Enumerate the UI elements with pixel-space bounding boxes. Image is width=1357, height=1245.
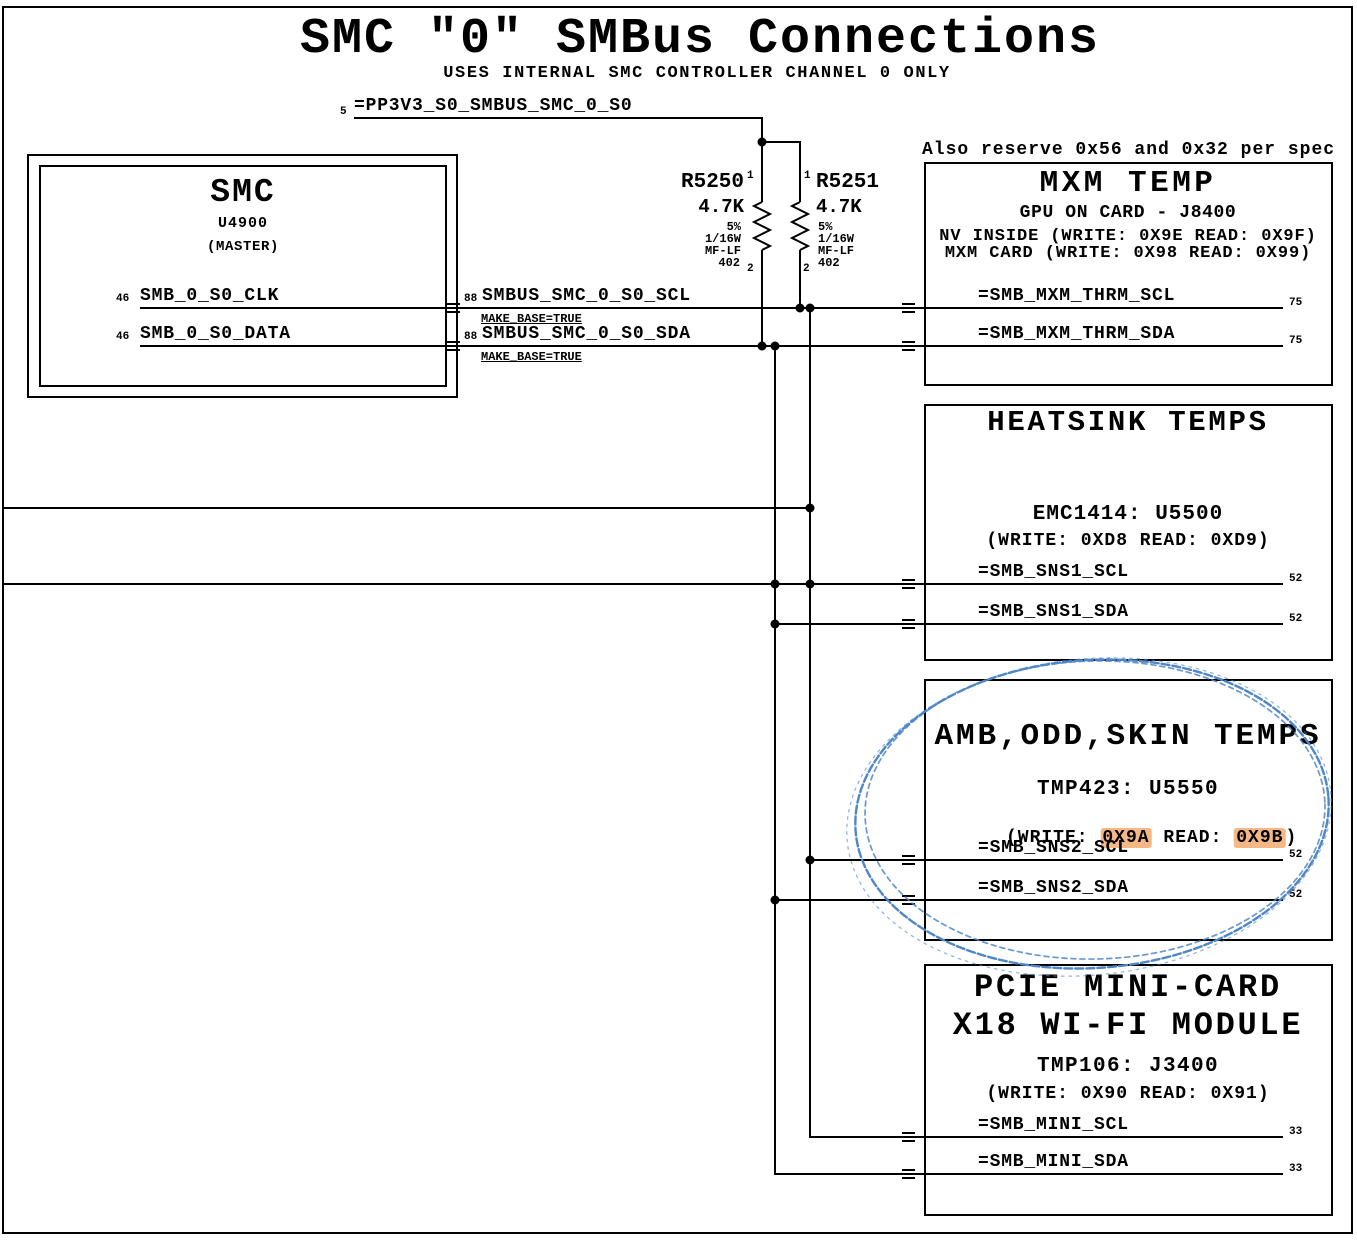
power-net-wires xyxy=(354,117,801,202)
r5250-series: MF-LF xyxy=(704,244,741,258)
mxm-scl-net-label: =SMB_MXM_THRM_SCL xyxy=(978,286,1176,306)
smc-clk-pin-number: 46 xyxy=(116,293,130,305)
pcie-block-title-line2: X18 WI-FI MODULE xyxy=(952,1007,1304,1044)
smc-clk-net-label: SMB_0_S0_CLK xyxy=(140,286,280,306)
mxm-device-line: GPU ON CARD - J8400 xyxy=(1019,203,1237,223)
heatsink-sda-pin-number: 52 xyxy=(1289,613,1303,625)
smc-data-net-label: SMB_0_S0_DATA xyxy=(140,324,291,344)
pcie-scl-net-label: =SMB_MINI_SCL xyxy=(978,1115,1129,1135)
amb-sda-net-label: =SMB_SNS2_SDA xyxy=(978,878,1129,898)
amb-device-line: TMP423: U5550 xyxy=(1036,778,1220,801)
r5251-package-size: 402 xyxy=(818,256,840,270)
r5251-power-rating: 1/16W xyxy=(818,232,855,246)
scl-net-label: SMBUS_SMC_0_S0_SCL xyxy=(482,286,691,306)
amb-read-address-highlighted: 0X9B xyxy=(1234,828,1286,849)
sda-net-pin-number: 88 xyxy=(464,331,478,343)
heatsink-device-line: EMC1414: U5500 xyxy=(1032,503,1224,526)
smc-data-pin-number: 46 xyxy=(116,331,130,343)
r5250-pin1-number: 1 xyxy=(747,170,754,182)
heatsink-sda-net-label: =SMB_SNS1_SDA xyxy=(978,602,1129,622)
pcie-device-line: TMP106: J3400 xyxy=(1036,1055,1220,1078)
mxm-block-title: MXM TEMP xyxy=(1039,166,1217,201)
sda-net-label: SMBUS_SMC_0_S0_SDA xyxy=(482,324,691,344)
r5251-series: MF-LF xyxy=(818,244,855,258)
r5250-tolerance: 5% xyxy=(726,220,741,234)
r5250-pin2-number: 2 xyxy=(747,263,754,275)
r5251-pin1-number: 1 xyxy=(804,170,811,182)
pcie-sda-pin-number: 33 xyxy=(1289,1163,1303,1175)
r5251-refdes: R5251 xyxy=(816,171,880,194)
page-subtitle: USES INTERNAL SMC CONTROLLER CHANNEL 0 O… xyxy=(443,64,951,83)
spec-note: Also reserve 0x56 and 0x32 per spec xyxy=(922,140,1336,160)
amb-address-mid: READ: xyxy=(1151,828,1235,849)
scl-make-base-attr: MAKE_BASE=TRUE xyxy=(481,312,582,326)
mxm-nv-address-line: NV INSIDE (WRITE: 0X9E READ: 0X9F) xyxy=(939,227,1317,246)
heatsink-scl-net-label: =SMB_SNS1_SCL xyxy=(978,562,1129,582)
smc-refdes: U4900 xyxy=(217,215,269,232)
smc-block-inner-border xyxy=(39,165,447,387)
power-net-ref-number: 5 xyxy=(340,106,347,118)
heatsink-address-line: (WRITE: 0XD8 READ: 0XD9) xyxy=(986,531,1270,551)
amb-scl-net-label: =SMB_SNS2_SCL xyxy=(978,838,1129,858)
resistor-r5251-symbol xyxy=(789,201,811,251)
r5250-refdes: R5250 xyxy=(680,171,744,194)
resistor-r5250-symbol xyxy=(751,201,773,251)
r5251-value: 4.7K xyxy=(816,196,862,218)
r5250-package-size: 402 xyxy=(718,256,740,270)
net-portal-marks xyxy=(447,303,915,1179)
mxm-sda-net-label: =SMB_MXM_THRM_SDA xyxy=(978,324,1176,344)
r5250-value: 4.7K xyxy=(698,196,744,218)
r5251-tolerance: 5% xyxy=(818,220,833,234)
page-border xyxy=(2,6,1353,1234)
junction-dots xyxy=(757,137,815,905)
power-net-label: =PP3V3_S0_SMBUS_SMC_0_S0 xyxy=(354,96,633,116)
mxm-sda-pin-number: 75 xyxy=(1289,335,1303,347)
smc-block-title: SMC xyxy=(210,174,276,211)
pcie-scl-pin-number: 33 xyxy=(1289,1126,1303,1138)
amb-sda-pin-number: 52 xyxy=(1289,889,1303,901)
mxm-scl-pin-number: 75 xyxy=(1289,297,1303,309)
amb-block-title: AMB,ODD,SKIN TEMPS xyxy=(934,719,1322,754)
page-title: SMC "0" SMBus Connections xyxy=(299,11,1101,68)
amb-scl-pin-number: 52 xyxy=(1289,849,1303,861)
pcie-block-title-line1: PCIE MINI-CARD xyxy=(973,969,1283,1006)
r5251-pin2-number: 2 xyxy=(803,263,810,275)
heatsink-block-title: HEATSINK TEMPS xyxy=(987,406,1269,439)
heatsink-scl-pin-number: 52 xyxy=(1289,573,1303,585)
bus-wires xyxy=(774,308,811,1175)
sda-make-base-attr: MAKE_BASE=TRUE xyxy=(481,350,582,364)
pcie-address-line: (WRITE: 0X90 READ: 0X91) xyxy=(986,1084,1270,1104)
amb-address-suffix: ) xyxy=(1285,828,1298,849)
mxm-card-address-line: MXM CARD (WRITE: 0X98 READ: 0X99) xyxy=(944,244,1312,263)
r5250-power-rating: 1/16W xyxy=(704,232,741,246)
scl-net-pin-number: 88 xyxy=(464,293,478,305)
pcie-sda-net-label: =SMB_MINI_SDA xyxy=(978,1152,1129,1172)
smc-role: (MASTER) xyxy=(206,239,280,255)
mxm-block-border xyxy=(924,162,1333,386)
smc-block-outer-border xyxy=(27,154,458,398)
